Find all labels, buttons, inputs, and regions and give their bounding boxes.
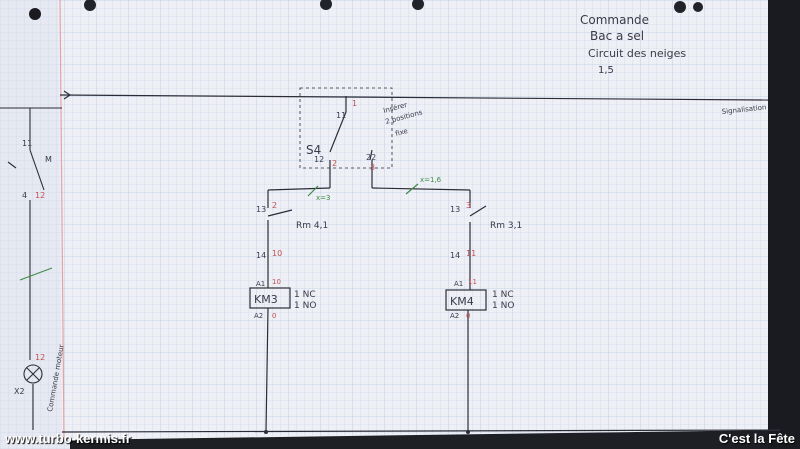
- left-sheet: [0, 0, 70, 449]
- green-note-1: x=3: [316, 194, 330, 202]
- s4-note-3: fixe: [394, 127, 408, 138]
- watermark-site: www.turbo-kermis.fr: [5, 431, 131, 446]
- no-right: 1 NO: [492, 301, 514, 311]
- relay-right-label: Rm 3,1: [490, 221, 522, 231]
- note-line-4: 1,5: [598, 65, 614, 76]
- a1-right: A1: [454, 280, 463, 288]
- contact-22: 22: [366, 153, 376, 162]
- relay-left-label: Rm 4,1: [296, 221, 328, 231]
- wire-3: 3: [370, 163, 375, 172]
- no-left: 1 NO: [294, 301, 316, 311]
- wire-10-left: 10: [272, 249, 282, 258]
- nc-left: 1 NC: [294, 290, 316, 300]
- km3-coil: [249, 287, 291, 309]
- contact-13-left: 13: [256, 205, 266, 214]
- km4-coil: [445, 289, 487, 311]
- s4-label: S4: [306, 143, 321, 157]
- a1-left: A1: [256, 280, 265, 288]
- notes-block: Commande Bac a sel Circuit des neiges 1,…: [580, 13, 686, 76]
- wire-11-right: 11: [466, 249, 476, 258]
- wire-3-right: 3: [466, 201, 471, 210]
- wire-1: 1: [352, 99, 357, 108]
- note-line-3: Circuit des neiges: [588, 47, 686, 60]
- nc-right: 1 NC: [492, 290, 514, 300]
- schematic: [59, 87, 781, 433]
- left-circuit: [0, 107, 62, 430]
- junction-dot-right: [466, 430, 470, 434]
- junction-dot-left: [264, 430, 268, 434]
- green-note-2: x=1,6: [420, 176, 442, 184]
- bottom-rail: [61, 429, 781, 433]
- wire-10-a1-left: 10: [272, 278, 281, 286]
- watermark-tagline: C'est la Fête: [718, 431, 795, 446]
- left-lamp-num: 12: [35, 353, 45, 362]
- left-label-m: M: [45, 155, 52, 164]
- a2-right: A2: [450, 312, 459, 320]
- contact-12: 12: [314, 155, 324, 164]
- contact-14-right: 14: [450, 251, 460, 260]
- km3-label: KM3: [254, 293, 278, 306]
- wire-0-right: 0: [466, 312, 470, 320]
- a2-left: A2: [254, 312, 263, 320]
- main-sheet: [58, 0, 780, 441]
- contact-14-left: 14: [256, 251, 266, 260]
- wire-0-left: 0: [272, 312, 276, 320]
- contact-11: 11: [336, 111, 346, 120]
- top-rail: [59, 94, 769, 101]
- left-label-4: 4: [22, 191, 27, 200]
- wire-11-a1-right: 11: [468, 278, 477, 286]
- note-line-2: Bac a sel: [590, 29, 644, 43]
- contact-13-right: 13: [450, 205, 460, 214]
- km4-label: KM4: [450, 295, 474, 308]
- left-label-x2: X2: [14, 387, 25, 396]
- left-label-12: 12: [35, 191, 45, 200]
- left-label-11: 11: [22, 139, 32, 148]
- wire-2-left: 2: [272, 201, 277, 210]
- note-line-1: Commande: [580, 13, 649, 27]
- wire-2: 2: [332, 159, 337, 168]
